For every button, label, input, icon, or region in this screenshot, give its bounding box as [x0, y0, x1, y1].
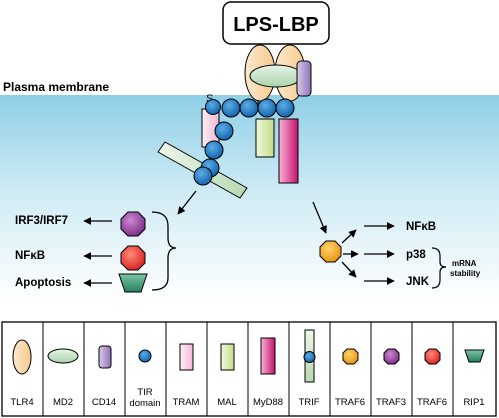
mrna-stability-note: mRNA: [452, 259, 477, 268]
myd88-shape: [278, 118, 299, 184]
legend-md2-icon: [47, 348, 79, 364]
legend-cd14-icon: [98, 345, 112, 369]
legend-rip1-icon: [464, 349, 485, 363]
tir-domain: [214, 121, 234, 141]
right-output-label: p38: [406, 249, 426, 261]
right-output-label: NFκB: [406, 221, 436, 233]
legend-label: MyD88: [253, 397, 283, 408]
ligand-box: [222, 1, 330, 45]
legend-tram-icon: [179, 343, 194, 371]
mal-shape: [255, 118, 275, 158]
left-output-label: NFκB: [15, 250, 45, 262]
legend-label: TRIF: [298, 397, 319, 408]
tir-domain: [193, 166, 213, 186]
tir-domain: [239, 98, 259, 118]
md2-shape: [249, 64, 303, 88]
legend-myd88-icon: [260, 337, 276, 375]
tir-domain: [221, 98, 241, 118]
legend-label: TRAF6: [417, 397, 447, 408]
traf6-orange-shape: [319, 240, 342, 263]
legend-mal-icon: [220, 343, 235, 371]
legend: TLR4 MD2 CD14 TIR domain TRAM MAL MyD88 …: [1, 321, 497, 417]
traf6-red-shape: [120, 245, 146, 271]
right-output-arrow: [341, 261, 357, 278]
legend-label: TLR4: [10, 397, 33, 408]
cd14-shape: [296, 60, 312, 97]
tir-domain: [204, 140, 224, 160]
legend-tir-icon: [138, 349, 152, 363]
right-bracket: [431, 247, 447, 289]
legend-label: TRAF6: [335, 397, 365, 408]
myd88-to-right-arrow: [312, 201, 327, 234]
ligand-label: LPS-LBP: [233, 14, 319, 36]
legend-label: TRAM: [173, 397, 200, 408]
legend-label: MAL: [217, 397, 237, 408]
membrane-label: Plasma membrane: [3, 80, 109, 94]
left-bracket: [151, 211, 177, 291]
right-output-arrow: [341, 229, 357, 244]
legend-trif-tir-icon: [303, 351, 316, 363]
legend-label: TRAF3: [376, 397, 406, 408]
tir-domain: [205, 99, 221, 115]
legend-traf3-icon: [383, 348, 400, 365]
left-output-label: IRF3/IRF7: [15, 215, 68, 227]
legend-label: RIP1: [463, 397, 484, 408]
traf3-shape: [120, 211, 146, 237]
legend-traf6-orange-icon: [342, 348, 359, 365]
legend-traf6-red-icon: [424, 348, 441, 365]
receptor-mark: S: [206, 93, 213, 105]
trif-to-left-arrow: [177, 190, 197, 215]
legend-label: MD2: [53, 397, 73, 408]
tir-domain: [275, 98, 295, 118]
legend-label: CD14: [92, 397, 116, 408]
left-output-label: Apoptosis: [15, 277, 71, 289]
tir-domain: [257, 98, 277, 118]
right-output-label: JNK: [406, 276, 430, 288]
legend-label: domain: [129, 398, 160, 409]
rip1-shape: [118, 273, 148, 293]
legend-tlr4-icon: [12, 339, 32, 375]
legend-label: TIR: [137, 387, 152, 398]
cytoplasm-background: [0, 95, 499, 300]
mrna-stability-note: stability: [450, 269, 481, 278]
